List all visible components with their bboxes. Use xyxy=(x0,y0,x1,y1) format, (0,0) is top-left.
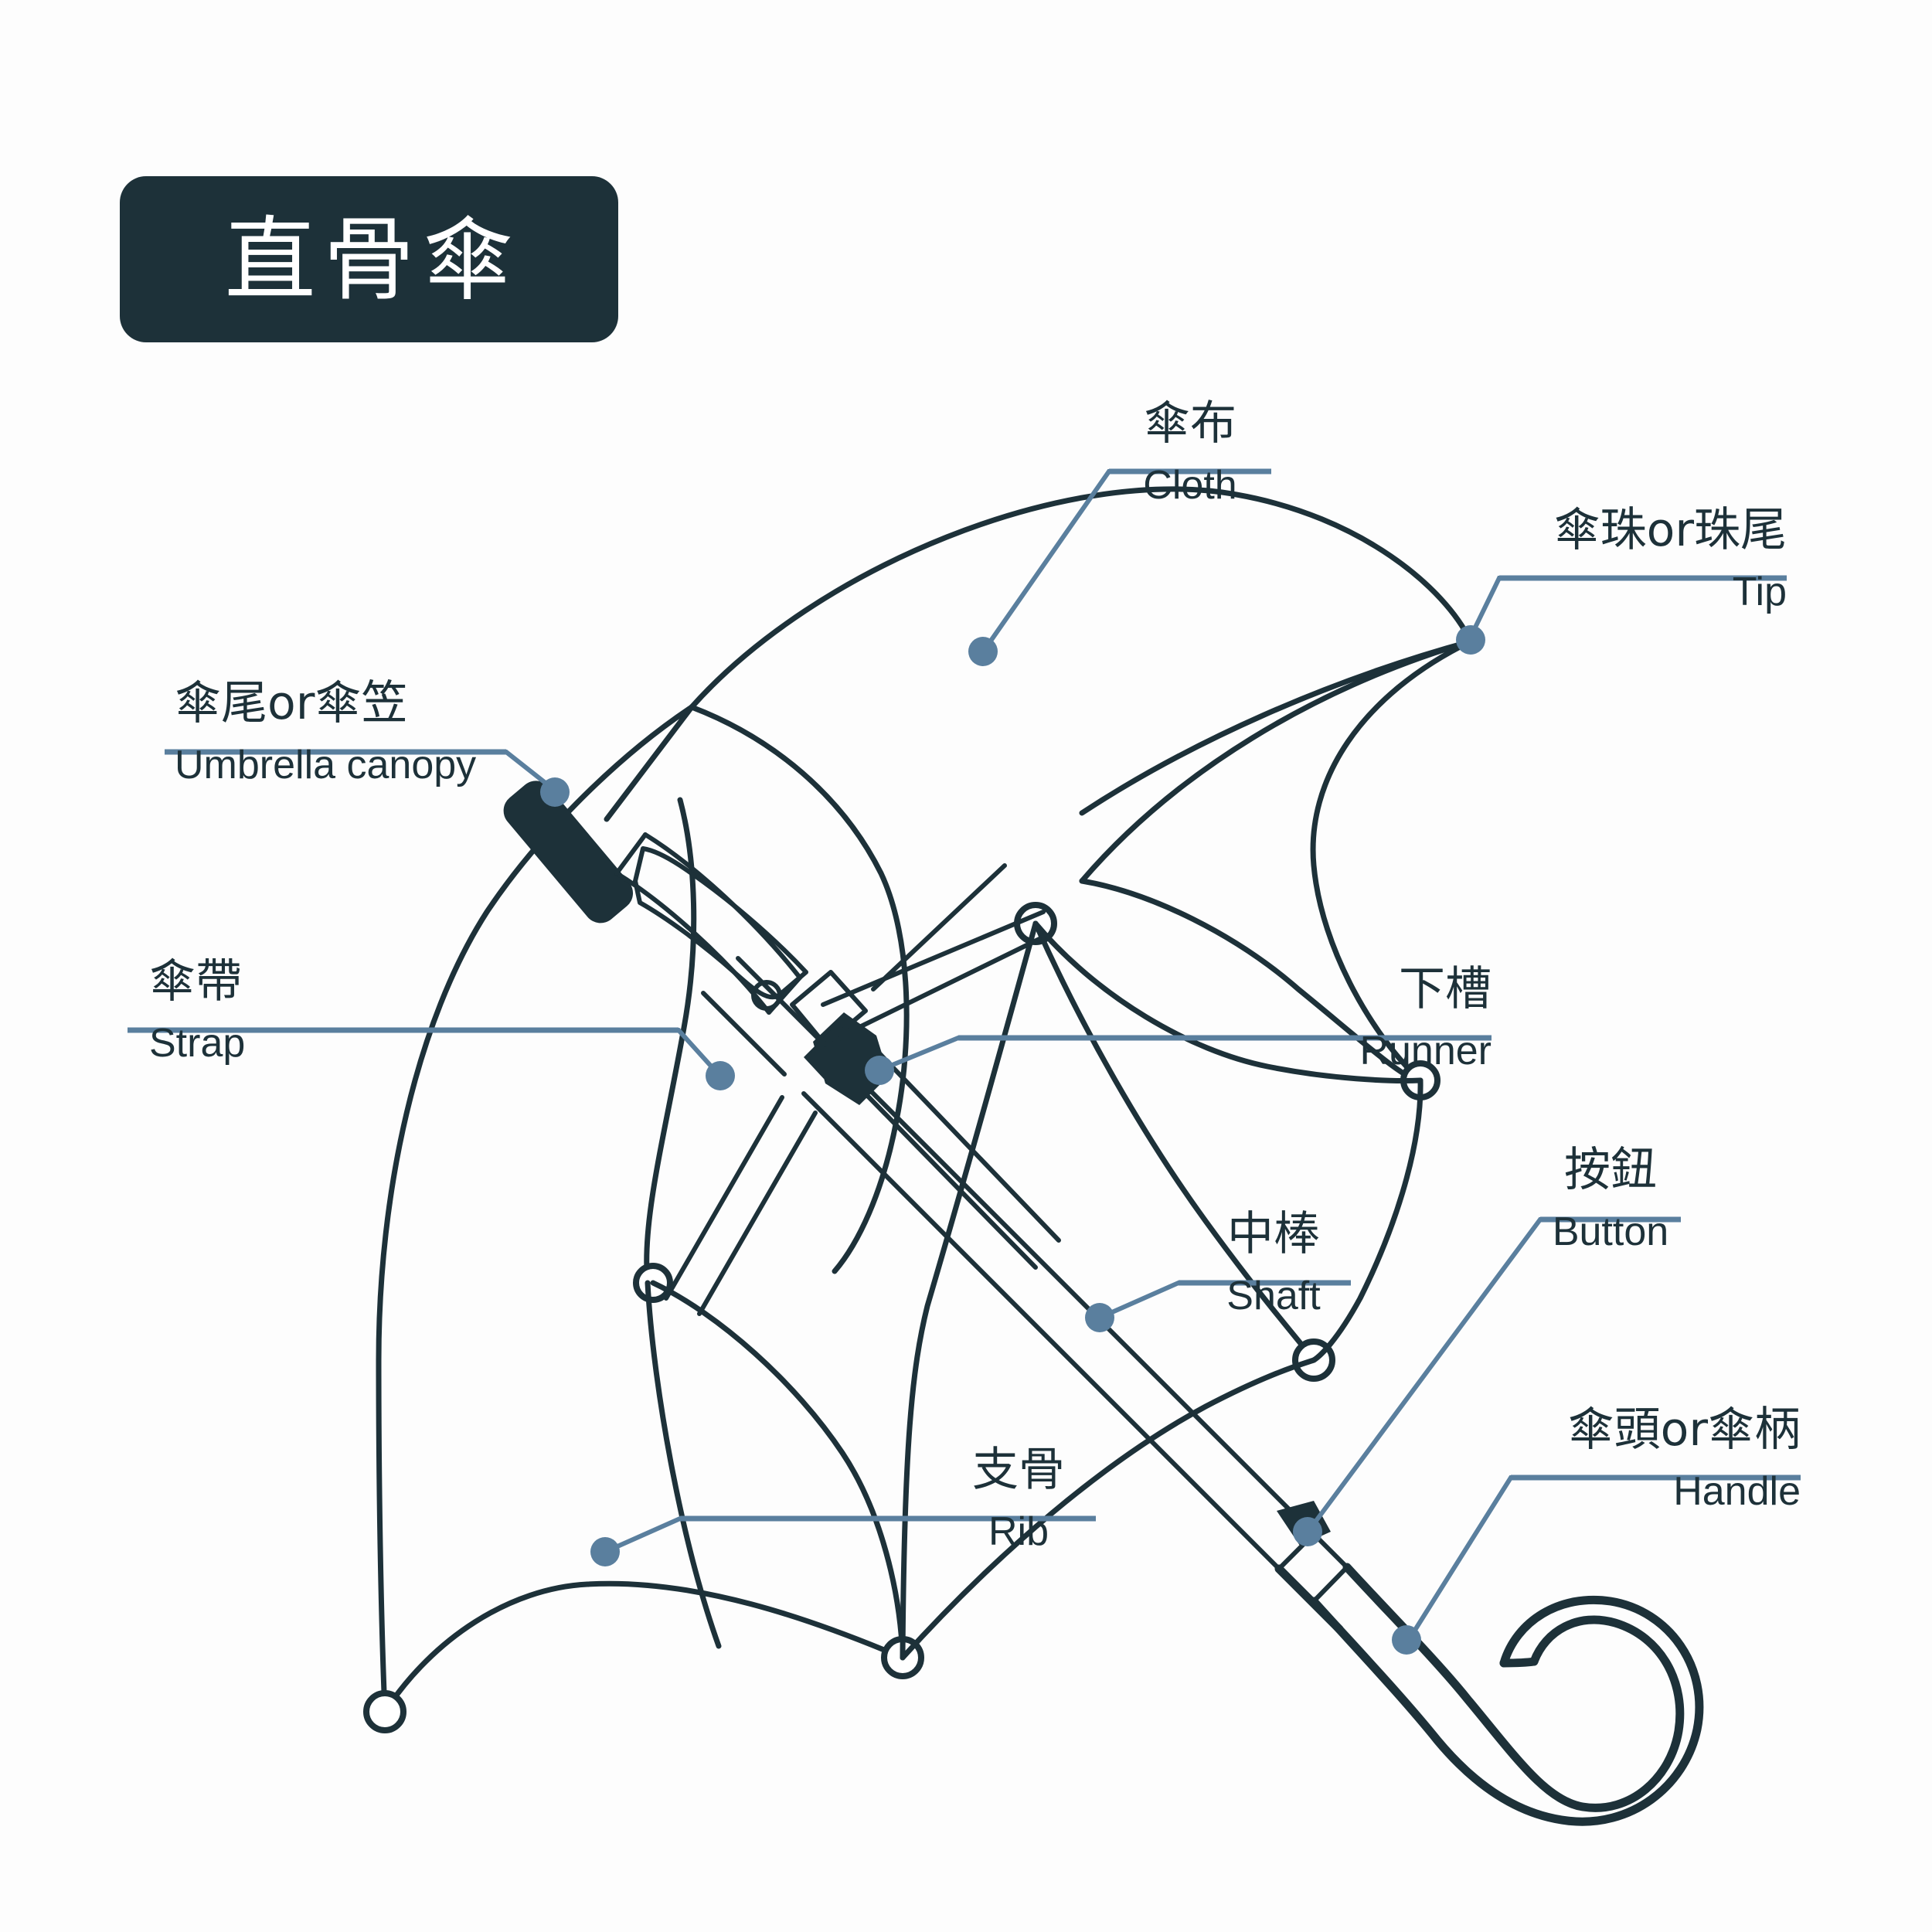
callout-tip-cn: 傘珠or珠尾 xyxy=(1553,503,1787,557)
rib-tip-node xyxy=(363,1690,406,1733)
callout-dot xyxy=(706,1061,735,1090)
runner-block xyxy=(804,1012,889,1105)
callout-handle-cn: 傘頭or傘柄 xyxy=(1567,1403,1801,1457)
callout-rib: 支骨 Rib xyxy=(941,1445,1096,1554)
callout-cloth-en: Cloth xyxy=(1143,462,1237,508)
callout-tip-en: Tip xyxy=(1732,569,1787,614)
callout-dot xyxy=(968,637,998,666)
shaft xyxy=(664,863,1316,1571)
callout-rib-en: Rib xyxy=(988,1509,1049,1554)
callout-dot xyxy=(1392,1625,1421,1655)
callout-dot xyxy=(865,1056,894,1085)
leader-rib xyxy=(590,1515,1096,1566)
callout-strap-en: Strap xyxy=(149,1020,246,1066)
leader-cloth xyxy=(968,468,1271,666)
callout-dot xyxy=(540,777,570,807)
callout-dot xyxy=(1456,625,1485,655)
callout-canopy: 傘尾or傘笠 Umbrella canopy xyxy=(175,679,577,787)
strap-band xyxy=(614,832,868,1047)
leader-shaft xyxy=(1085,1280,1351,1332)
callout-dot xyxy=(1293,1517,1322,1546)
leader-canopy xyxy=(165,749,570,807)
callout-runner-en: Runner xyxy=(1359,1028,1492,1073)
callout-handle: 傘頭or傘柄 Handle xyxy=(1445,1405,1801,1514)
callout-rib-cn: 支骨 xyxy=(972,1443,1065,1497)
leader-handle xyxy=(1392,1475,1801,1655)
title-badge: 直骨傘 xyxy=(120,176,618,342)
callout-canopy-en: Umbrella canopy xyxy=(175,742,477,787)
callout-button: 按鈕 Button xyxy=(1540,1145,1681,1254)
ferrule-tip xyxy=(503,781,634,923)
leader-button xyxy=(1293,1216,1681,1546)
callout-strap-cn: 傘帶 xyxy=(149,954,242,1009)
callout-runner: 下槽 Runner xyxy=(1198,964,1492,1073)
callout-strap: 傘帶 Strap xyxy=(149,957,427,1066)
callout-cloth: 傘布 Cloth xyxy=(1109,399,1271,508)
callout-cloth-cn: 傘布 xyxy=(1144,396,1236,451)
callout-dot xyxy=(1085,1303,1114,1332)
callout-button-en: Button xyxy=(1552,1209,1669,1254)
leader-tip xyxy=(1456,575,1787,655)
callout-tip: 傘珠or珠尾 Tip xyxy=(1430,505,1787,614)
callout-shaft-en: Shaft xyxy=(1226,1273,1321,1318)
callout-dot xyxy=(590,1537,620,1566)
callout-runner-cn: 下槽 xyxy=(1399,962,1492,1016)
page-title: 直骨傘 xyxy=(224,206,522,313)
callout-canopy-cn: 傘尾or傘笠 xyxy=(175,676,408,730)
leader-runner xyxy=(865,1035,1492,1085)
callout-button-cn: 按鈕 xyxy=(1564,1143,1657,1197)
crook-handle xyxy=(1274,1532,1704,1826)
callout-handle-en: Handle xyxy=(1673,1468,1801,1514)
callout-shaft: 中棒 Shaft xyxy=(1196,1209,1351,1318)
leader-strap xyxy=(128,1027,735,1090)
callout-shaft-cn: 中棒 xyxy=(1227,1207,1320,1261)
